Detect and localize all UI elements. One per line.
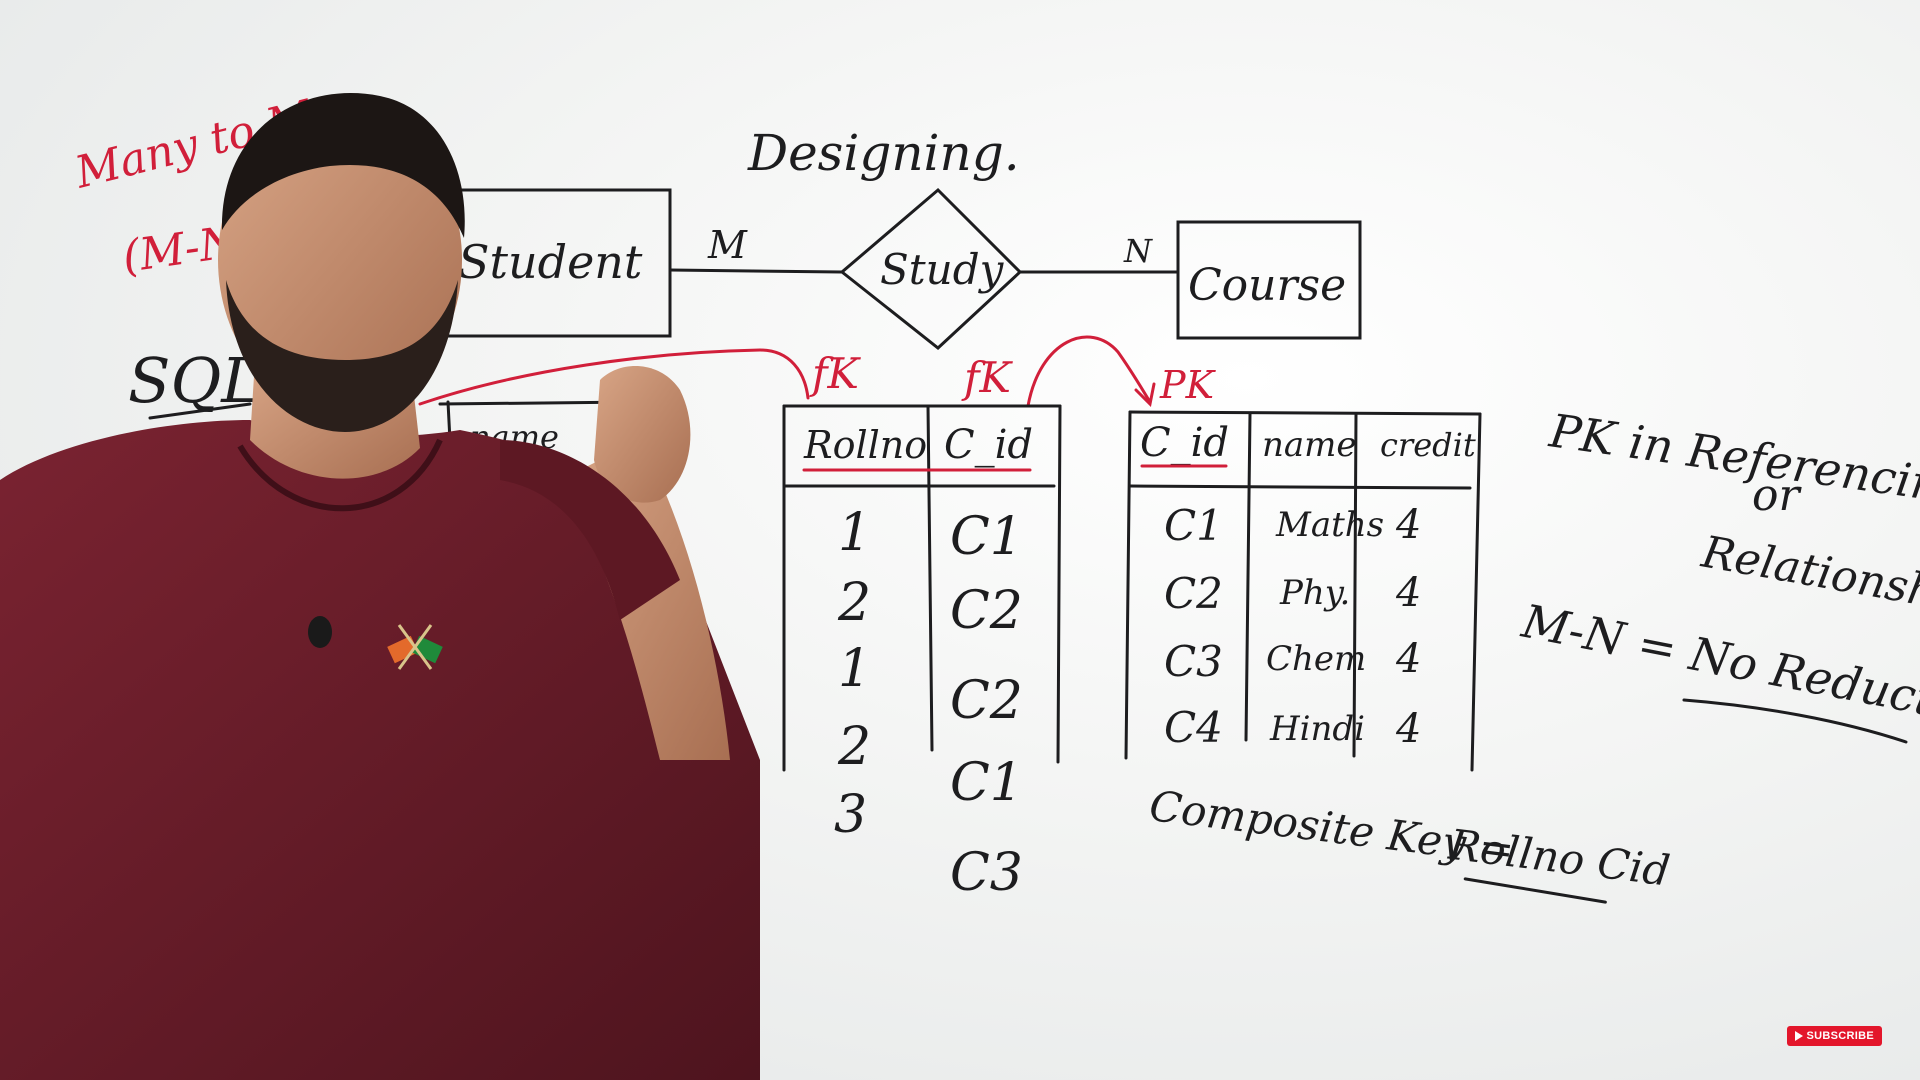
course-row-1-credit: 4 — [1395, 502, 1421, 548]
study-table-divider — [926, 404, 934, 752]
presenter — [0, 93, 760, 1080]
course-table-header-line — [1128, 484, 1472, 490]
composite-key-note: Composite Key = Rollno Cid — [1147, 781, 1673, 904]
sql-underline — [148, 402, 252, 420]
presenter-hand — [594, 366, 691, 503]
study-row-1-cid: C1 — [950, 507, 1023, 567]
course-row-2-credit: 4 — [1395, 570, 1421, 616]
presenter-hair — [221, 93, 465, 238]
study-table-right — [1056, 404, 1062, 764]
fk-arrow-to-student — [418, 348, 810, 406]
presenter-sleeve — [500, 440, 680, 620]
study-row-4-cid: C1 — [950, 753, 1023, 813]
composite-key-value: Rollno Cid — [1445, 820, 1672, 896]
study-row-5-cid: C3 — [950, 843, 1023, 903]
course-row-3-credit: 4 — [1395, 636, 1421, 682]
course-entity-box — [1176, 220, 1362, 340]
course-row-4-cid: C4 — [1164, 703, 1223, 752]
course-entity-label: Course — [1188, 260, 1346, 311]
course-row-3-name: Chem — [1266, 639, 1366, 679]
subscribe-label: SUBSCRIBE — [1806, 1030, 1874, 1042]
course-row-4-credit: 4 — [1395, 706, 1421, 752]
study-table: fK fK Rollno C_id 1 C1 2 C2 1 C2 2 C1 3 … — [782, 349, 1062, 903]
course-row-2-cid: C2 — [1164, 569, 1223, 618]
study-row-1-rollno: 1 — [838, 503, 871, 563]
course-row-2-name: Phy. — [1279, 573, 1350, 613]
course-table-header-credit: credit — [1380, 426, 1476, 464]
course-table-left — [1124, 410, 1132, 760]
course-table-divider-2 — [1352, 412, 1358, 758]
course-table-top — [1128, 410, 1482, 416]
course-row-4-name: Hindi — [1269, 709, 1365, 749]
course-row-3-cid: C3 — [1164, 637, 1223, 686]
study-row-4-rollno: 2 — [837, 717, 871, 777]
fk-arrowhead — [1134, 382, 1156, 408]
study-table-fk-label-rollno: fK — [809, 349, 862, 398]
fk-arrow-to-course — [1026, 335, 1152, 408]
study-table-header-rollno: Rollno — [803, 423, 927, 467]
course-row-1-cid: C1 — [1164, 501, 1223, 550]
connector-student-study — [668, 268, 844, 274]
course-row-1-name: Maths — [1275, 505, 1384, 545]
course-table: PK C_id name credit C1 Maths 4 C2 Phy. 4… — [1124, 363, 1482, 772]
composite-key-underline — [1463, 877, 1607, 904]
right-note-line2: or — [1752, 470, 1802, 521]
presenter-head — [218, 110, 462, 410]
presenter-neckline — [237, 438, 443, 512]
right-note-line1: PK in Referencing — [1545, 403, 1920, 516]
lapel-mic-icon — [308, 616, 332, 648]
course-table-right — [1470, 412, 1482, 772]
study-row-2-cid: C2 — [950, 581, 1023, 641]
cardinality-n: N — [1123, 232, 1153, 270]
course-table-header-name: name — [1262, 425, 1357, 465]
student-entity-label: Student — [458, 235, 643, 289]
right-note-line4: M-N = No Reduction — [1517, 594, 1920, 741]
study-table-header-cid: C_id — [944, 422, 1033, 468]
presenter-shirt — [0, 420, 760, 1080]
study-row-2-rollno: 2 — [837, 573, 871, 633]
diagram-title: Designing. — [747, 124, 1020, 182]
study-relationship-diamond — [839, 187, 1023, 350]
cardinality-m: M — [707, 223, 748, 267]
right-note-line3: Relationship — [1697, 526, 1920, 625]
study-row-5-rollno: 3 — [834, 785, 867, 845]
study-row-3-cid: C2 — [950, 671, 1023, 731]
course-table-header-cid: C_id — [1140, 420, 1229, 466]
flag-pin-icon — [387, 624, 443, 670]
subscribe-button[interactable]: SUBSCRIBE — [1786, 1026, 1882, 1046]
right-note-underline — [1682, 698, 1908, 744]
study-table-fk-label-cid: fK — [961, 353, 1014, 402]
presenter-beard — [226, 280, 458, 432]
study-relationship-label: Study — [880, 245, 1005, 294]
study-row-3-rollno: 1 — [838, 639, 871, 699]
course-table-divider-1 — [1244, 412, 1252, 742]
play-icon — [1794, 1031, 1803, 1041]
course-table-pk-label: PK — [1159, 363, 1217, 407]
